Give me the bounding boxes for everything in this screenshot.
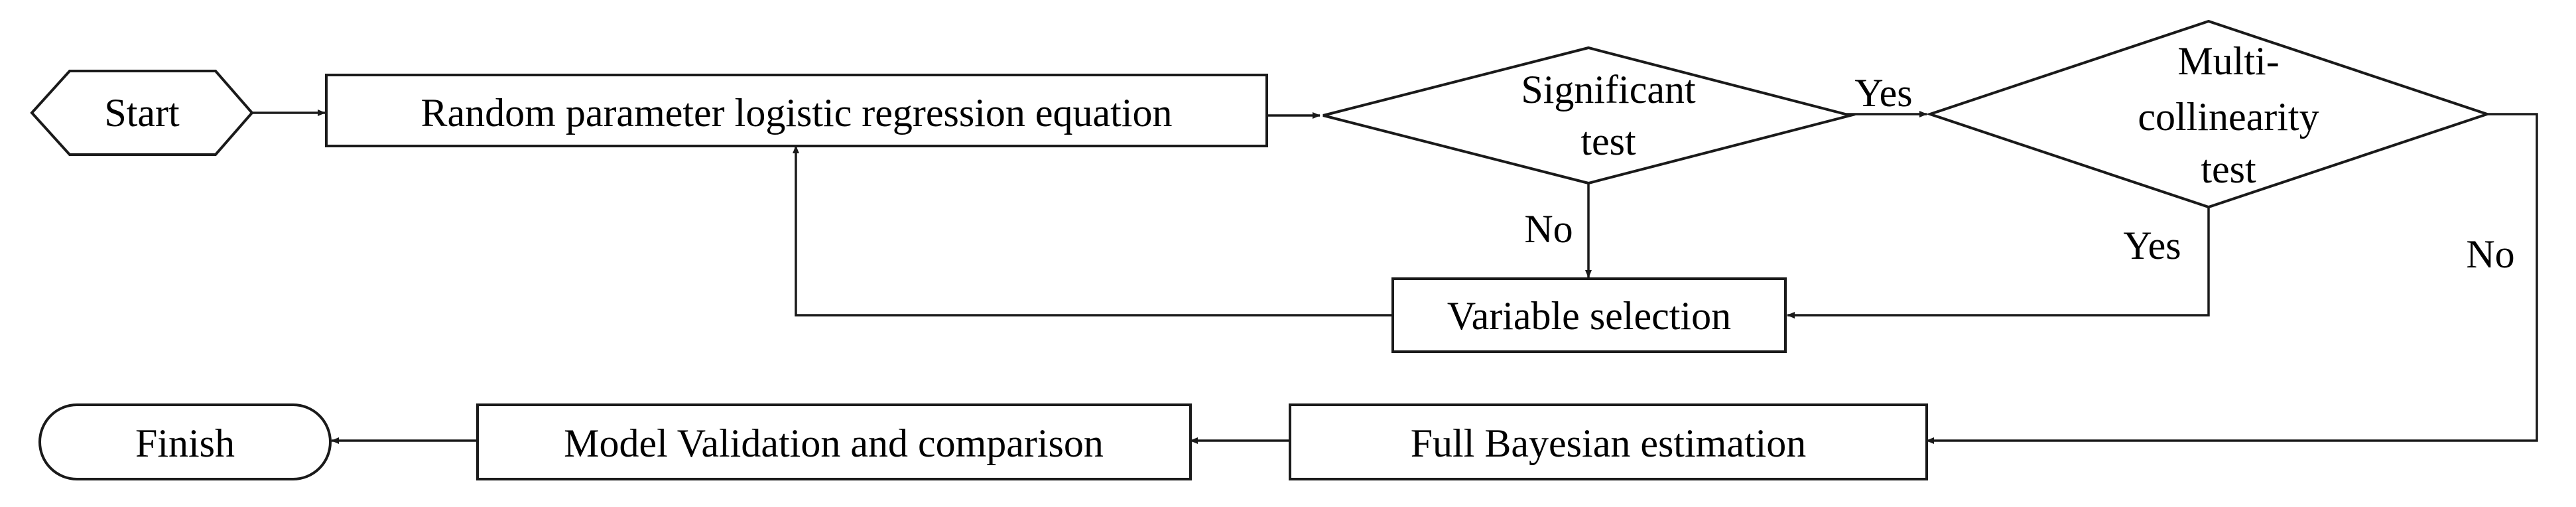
multicollinearity-yes-label: Yes bbox=[2123, 224, 2181, 267]
validation-label: Model Validation and comparison bbox=[564, 421, 1104, 465]
bayes-box bbox=[1289, 403, 1928, 480]
significant-no-label: No bbox=[1524, 207, 1573, 251]
variable-selection-node: Variable selection bbox=[1391, 277, 1787, 353]
multicollinearity-diamond bbox=[1925, 19, 2492, 209]
multicollinearity-no-label: No bbox=[2466, 232, 2514, 276]
equation-label: Random parameter logistic regression equ… bbox=[421, 91, 1173, 135]
bayes-label: Full Bayesian estimation bbox=[1411, 421, 1807, 465]
edge-variable-back-to-equation bbox=[793, 145, 1393, 317]
variable-selection-label: Variable selection bbox=[1447, 294, 1731, 338]
significant-diamond bbox=[1322, 46, 1856, 185]
variable-selection-box bbox=[1391, 277, 1787, 353]
multicollinearity-label-line3: test bbox=[2201, 147, 2256, 191]
significant-label-line2: test bbox=[1580, 119, 1636, 163]
bayes-node: Full Bayesian estimation bbox=[1289, 403, 1928, 480]
start-hexagon bbox=[30, 70, 254, 156]
significant-label-line1: Significant bbox=[1521, 68, 1696, 111]
finish-label: Finish bbox=[135, 421, 235, 465]
multicollinearity-test-node: Multi- collinearity test bbox=[1925, 19, 2492, 209]
equation-box bbox=[325, 74, 1268, 147]
multicollinearity-label-line1: Multi- bbox=[2177, 39, 2279, 83]
finish-node: Finish bbox=[38, 403, 332, 480]
start-node: Start bbox=[30, 70, 254, 156]
edge-multi-yes-to-variable bbox=[1787, 206, 2210, 319]
validation-node: Model Validation and comparison bbox=[476, 403, 1192, 480]
equation-node: Random parameter logistic regression equ… bbox=[325, 74, 1268, 147]
start-label: Start bbox=[104, 91, 180, 135]
finish-terminator bbox=[38, 403, 332, 480]
significant-test-node: Significant test bbox=[1322, 46, 1856, 185]
validation-box bbox=[476, 403, 1192, 480]
edge-multi-no-to-bayes bbox=[1926, 113, 2538, 444]
significant-yes-label: Yes bbox=[1854, 71, 1912, 115]
multicollinearity-label-line2: collinearity bbox=[2138, 95, 2319, 139]
